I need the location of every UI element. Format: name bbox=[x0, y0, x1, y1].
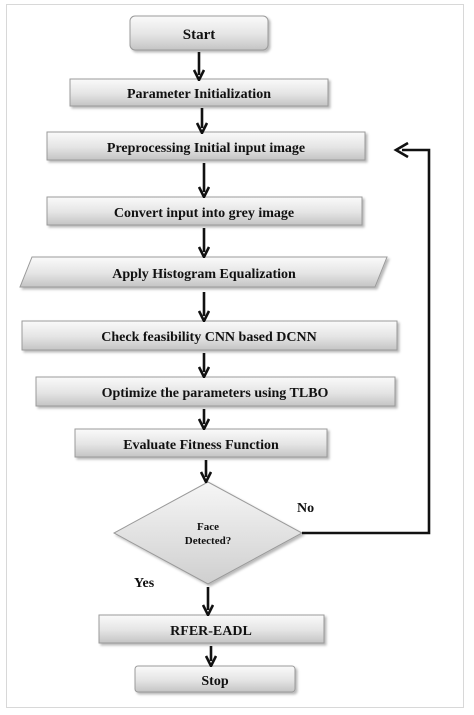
node-optimize-tlbo: Optimize the parameters using TLBO bbox=[35, 376, 396, 407]
node-convert-grey-label: Convert input into grey image bbox=[114, 206, 294, 221]
node-preprocessing-label: Preprocessing Initial input image bbox=[107, 141, 305, 156]
flow-arrows bbox=[199, 52, 211, 661]
node-preprocessing: Preprocessing Initial input image bbox=[46, 131, 366, 161]
no-loop-line bbox=[302, 148, 431, 535]
node-histogram-equalization-label: Apply Histogram Equalization bbox=[112, 267, 296, 282]
node-start-label: Start bbox=[183, 27, 216, 43]
node-convert-grey: Convert input into grey image bbox=[46, 196, 363, 226]
node-stop: Stop bbox=[134, 665, 296, 693]
node-histogram-equalization: Apply Histogram Equalization bbox=[19, 256, 388, 288]
node-parameter-initialization: Parameter Initialization bbox=[69, 78, 329, 107]
node-evaluate-fitness-label: Evaluate Fitness Function bbox=[123, 438, 279, 453]
node-parameter-initialization-label: Parameter Initialization bbox=[127, 87, 271, 102]
diagram-frame bbox=[6, 4, 464, 708]
node-face-detected-decision: Face Detected? bbox=[112, 481, 304, 585]
node-rfer-eadl: RFER-EADL bbox=[98, 614, 325, 644]
edge-label-no: No bbox=[297, 501, 314, 516]
no-loop-arrowhead bbox=[393, 141, 409, 159]
node-check-feasibility: Check feasibility CNN based DCNN bbox=[21, 320, 398, 351]
node-stop-label: Stop bbox=[201, 674, 228, 689]
node-rfer-eadl-label: RFER-EADL bbox=[170, 624, 252, 639]
no-loop-path bbox=[302, 141, 431, 535]
edge-label-yes: Yes bbox=[134, 576, 155, 591]
decision-label-line1: Face bbox=[197, 521, 219, 533]
decision-label-line2: Detected? bbox=[185, 535, 231, 547]
node-optimize-tlbo-label: Optimize the parameters using TLBO bbox=[102, 386, 329, 401]
node-evaluate-fitness: Evaluate Fitness Function bbox=[74, 428, 328, 458]
node-start: Start bbox=[129, 15, 269, 51]
node-check-feasibility-label: Check feasibility CNN based DCNN bbox=[101, 330, 316, 345]
